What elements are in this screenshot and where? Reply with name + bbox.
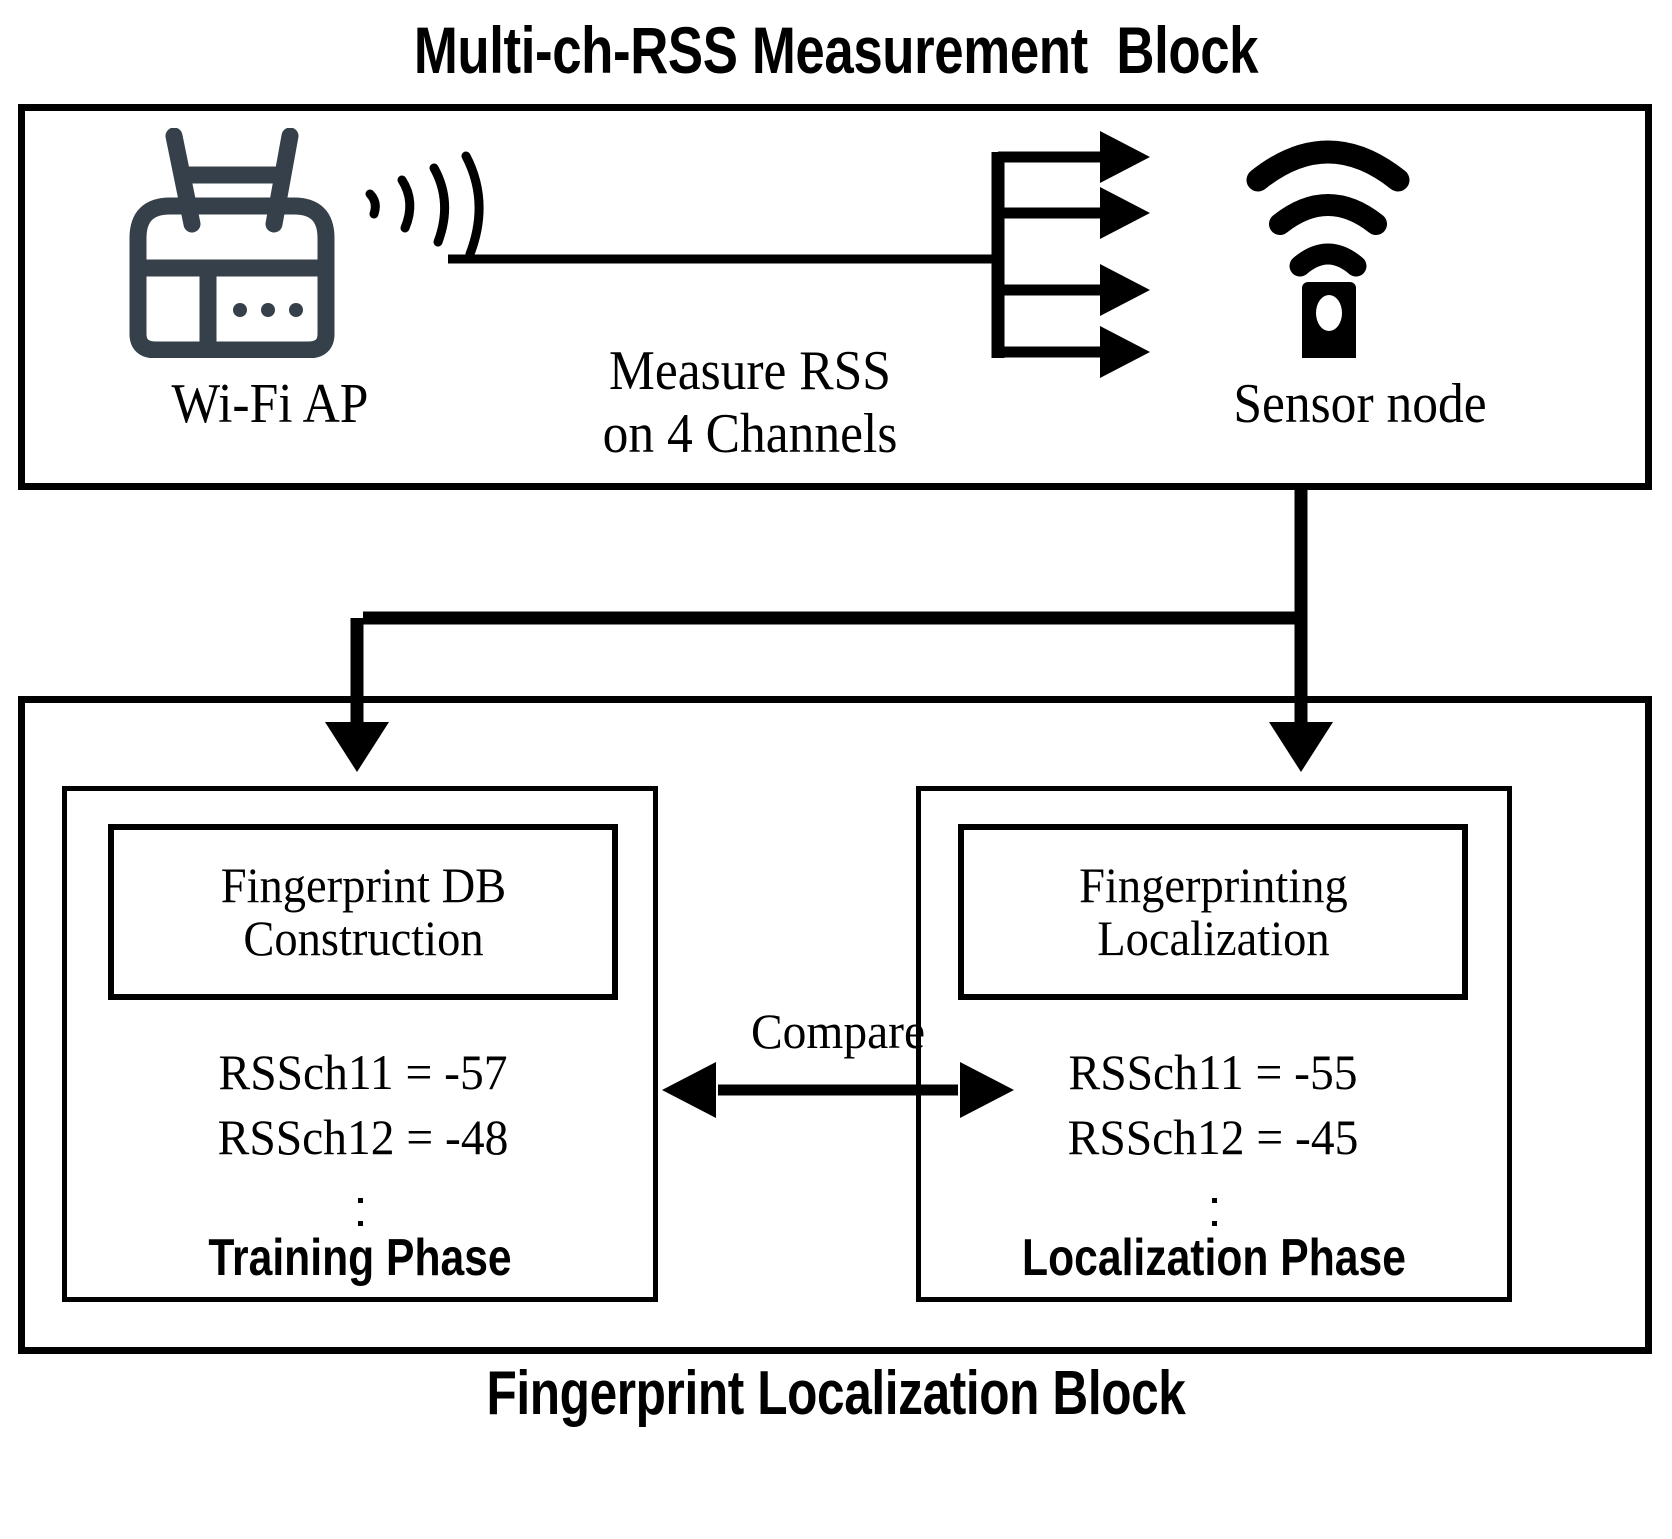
- training-rss-values: RSSch11 = -57 RSSch12 = -48: [217, 1044, 509, 1165]
- sensor-node-icon: [1246, 140, 1410, 358]
- fingerprinting-localization-box: Fingerprinting Localization: [958, 824, 1468, 1000]
- wifi-ap-label: Wi-Fi AP: [171, 373, 369, 435]
- fingerprinting-localization-label: Fingerprinting Localization: [1078, 857, 1348, 966]
- fingerprint-localization-block-frame: [18, 696, 1652, 1354]
- localization-phase-label: Localization Phase: [1022, 1229, 1406, 1287]
- fingerprint-db-construction-label: Fingerprint DB Construction: [220, 857, 506, 966]
- fingerprint-db-construction-box: Fingerprint DB Construction: [108, 824, 618, 1000]
- localization-rss-values: RSSch11 = -55 RSSch12 = -45: [1067, 1044, 1359, 1165]
- page-title-localization-block: Fingerprint Localization Block: [486, 1359, 1186, 1428]
- localization-phase-panel: [916, 786, 1512, 1302]
- compare-label: Compare: [750, 1003, 926, 1059]
- training-phase-panel: [62, 786, 658, 1302]
- training-phase-label: Training Phase: [208, 1229, 512, 1287]
- sensor-node-label: Sensor node: [1233, 373, 1487, 435]
- signal-waves-icon: [365, 151, 484, 259]
- localization-ellipsis: [1211, 1180, 1217, 1226]
- training-ellipsis: [357, 1180, 363, 1226]
- measure-rss-label: Measure RSS on 4 Channels: [602, 340, 898, 465]
- page-title-measurement-block: Multi-ch-RSS Measurement Block: [413, 13, 1259, 87]
- measurement-block-frame: [18, 104, 1652, 490]
- wifi-router-icon: [129, 128, 335, 358]
- block-connector-path: [350, 490, 1308, 726]
